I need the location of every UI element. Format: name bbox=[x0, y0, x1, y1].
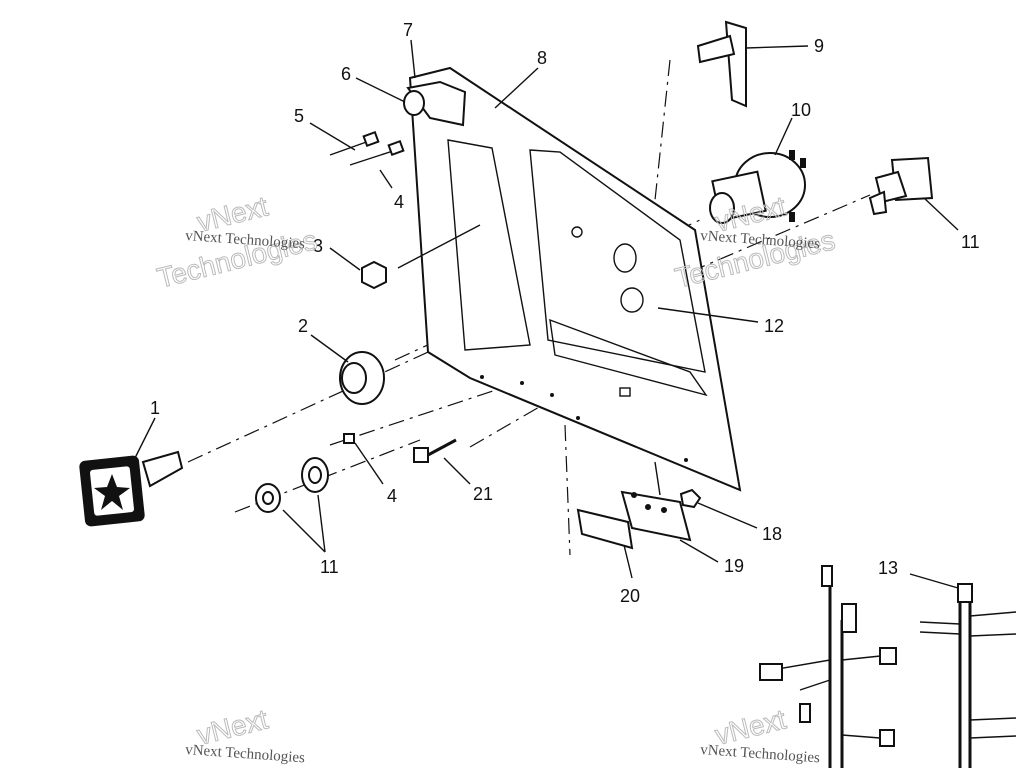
lower-bracket bbox=[576, 461, 702, 550]
lock-rings bbox=[255, 457, 329, 513]
callout-labels: 1 2 3 4 4 5 6 7 8 9 10 11 11 12 13 18 19… bbox=[150, 20, 980, 606]
callout-6: 6 bbox=[341, 64, 351, 84]
dash-panel bbox=[408, 66, 742, 492]
watermark-small-4: vNext Technologies bbox=[700, 742, 821, 766]
callout-19: 19 bbox=[724, 556, 744, 576]
callout-5: 5 bbox=[294, 106, 304, 126]
callout-2: 2 bbox=[298, 316, 308, 336]
callout-4-upper: 4 bbox=[394, 192, 404, 212]
callout-12: 12 bbox=[764, 316, 784, 336]
callout-10: 10 bbox=[791, 100, 811, 120]
key bbox=[79, 450, 184, 527]
callout-18: 18 bbox=[762, 524, 782, 544]
rocker-switch bbox=[696, 20, 747, 108]
bolt bbox=[413, 438, 457, 463]
callout-3: 3 bbox=[313, 236, 323, 256]
screw-lower bbox=[343, 433, 355, 444]
callout-7: 7 bbox=[403, 20, 413, 40]
ring-nut bbox=[339, 351, 385, 405]
callout-4-lower: 4 bbox=[387, 486, 397, 506]
callout-9: 9 bbox=[814, 36, 824, 56]
leader-lines bbox=[134, 39, 959, 589]
pins bbox=[329, 130, 405, 166]
ignition-switch bbox=[709, 150, 806, 224]
callout-8: 8 bbox=[537, 48, 547, 68]
toggle-switch bbox=[868, 156, 934, 216]
nut bbox=[361, 260, 387, 290]
callout-11-upper: 11 bbox=[961, 232, 980, 252]
callout-1: 1 bbox=[150, 398, 160, 418]
callout-11-lower: 11 bbox=[320, 557, 339, 577]
callout-21: 21 bbox=[473, 484, 493, 504]
callout-20: 20 bbox=[620, 586, 640, 606]
callout-13: 13 bbox=[878, 558, 898, 578]
watermark-small-3: vNext Technologies bbox=[185, 742, 306, 766]
wiring-harness bbox=[759, 565, 1017, 768]
bracket bbox=[403, 80, 467, 127]
